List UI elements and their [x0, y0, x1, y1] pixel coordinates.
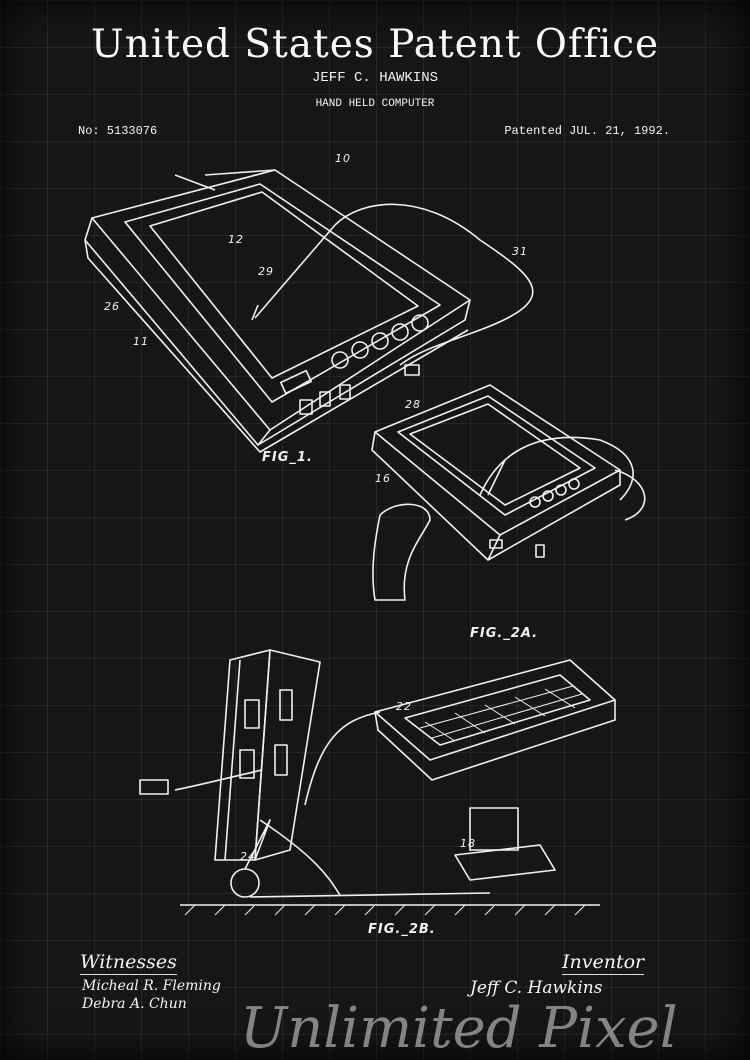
inventor-signature: Jeff C. Hawkins: [470, 978, 603, 998]
fig2b-label: FIG._2B.: [368, 922, 436, 937]
ref-11: 11: [133, 335, 149, 348]
fig1-label: FIG_1.: [262, 450, 313, 465]
ref-31: 31: [512, 245, 528, 258]
ref-22: 22: [396, 700, 412, 713]
inventor-name: JEFF C. HAWKINS: [311, 70, 439, 86]
fig2a-label: FIG._2A.: [470, 626, 539, 641]
patent-number: No: 5133076: [78, 124, 158, 138]
ref-16: 16: [375, 472, 391, 485]
witnesses-heading: Witnesses: [80, 951, 177, 975]
fig2b-docked-computer-keyboard-printer-drawing: [139, 649, 616, 916]
ref-12: 12: [228, 233, 244, 246]
ref-26: 26: [104, 300, 120, 313]
invention-title: HAND HELD COMPUTER: [315, 98, 435, 110]
fig1-handheld-computer-drawing: [84, 169, 534, 453]
poster-title: United States Patent Office: [90, 22, 660, 67]
inventor-heading: Inventor: [562, 951, 645, 975]
ref-28: 28: [405, 398, 421, 411]
ref-29: 29: [258, 265, 274, 278]
watermark: Unlimited Pixel: [240, 996, 678, 1060]
witness-1-signature: Micheal R. Fleming: [82, 978, 221, 994]
ref-10: 10: [335, 152, 351, 165]
witness-2-signature: Debra A. Chun: [82, 996, 187, 1012]
ref-24: 24: [240, 850, 256, 863]
fig2a-handheld-with-hands-drawing: [371, 384, 646, 601]
patent-date: Patented JUL. 21, 1992.: [504, 124, 670, 138]
ref-18: 18: [460, 837, 476, 850]
